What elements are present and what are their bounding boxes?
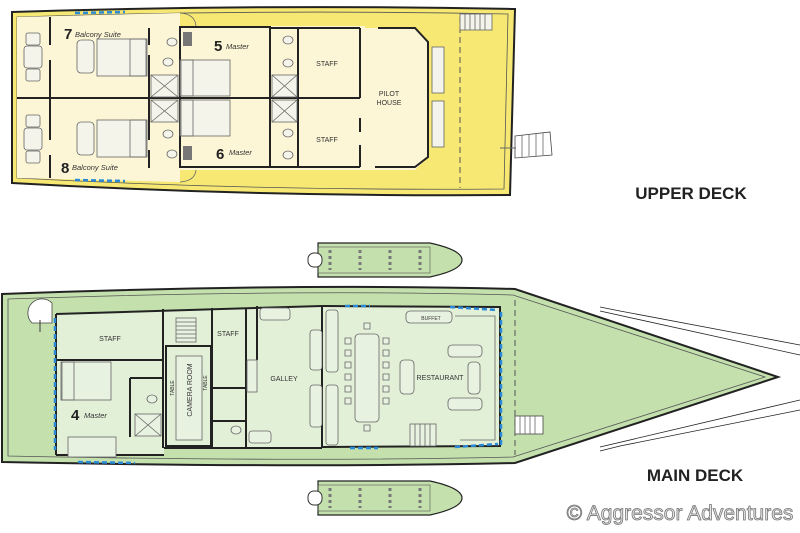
pilot-house-label: HOUSE (377, 100, 402, 107)
cabin-7-number: 7 (64, 26, 72, 43)
toilet (162, 35, 294, 160)
watermark: © Aggressor Adventures (567, 502, 794, 525)
cabin-4-type: Master (84, 411, 107, 420)
vanity (183, 146, 192, 160)
camera-table (175, 355, 203, 441)
restaurant-label: RESTAURANT (417, 375, 465, 382)
cabin-6-number: 6 (216, 146, 224, 163)
camera-room-label: CAMERA ROOM (187, 363, 194, 416)
spiral-staircase (27, 298, 53, 332)
cabin-5-number: 5 (214, 38, 222, 55)
cabin-7-type: Balcony Suite (75, 30, 121, 39)
tender-boat (307, 480, 463, 516)
table-label: TABLE (170, 380, 176, 396)
upper-deck: 7 Balcony Suite 8 Balcony Suite 5 Master… (11, 6, 747, 203)
staff-room-label: STAFF (217, 331, 239, 338)
shower (134, 413, 162, 437)
bow-rail (599, 306, 800, 452)
sofa (76, 39, 95, 156)
dining-table (344, 322, 390, 432)
staff-room-label: STAFF (99, 336, 121, 343)
counter (248, 307, 339, 446)
gangway-stairs (500, 131, 553, 159)
staff-room-label: STAFF (316, 137, 338, 144)
buffet-counter (405, 310, 453, 324)
window (74, 10, 126, 15)
main-deck: STAFF STAFF GALLEY RESTAURANT BUFFET CAM… (1, 242, 800, 516)
upper-deck-title: UPPER DECK (635, 184, 747, 203)
pilot-house-label: PILOT (379, 91, 400, 98)
table-label: TABLE (203, 375, 209, 391)
cabin-8-number: 8 (61, 160, 69, 177)
main-deck-title: MAIN DECK (647, 466, 744, 485)
window (74, 178, 126, 183)
cabin-8-type: Balcony Suite (72, 163, 118, 172)
cabin-6-type: Master (229, 148, 252, 157)
window (454, 442, 499, 449)
cabin-4-number: 4 (71, 407, 80, 424)
window (77, 460, 136, 465)
cabin-5-type: Master (226, 42, 249, 51)
stairs (459, 13, 493, 31)
tender-boat (307, 242, 463, 278)
bed (96, 38, 231, 158)
galley-label: GALLEY (270, 376, 298, 383)
toilet (146, 394, 242, 435)
vanity (183, 32, 192, 46)
stove (246, 359, 258, 393)
buffet-label: BUFFET (421, 316, 440, 322)
balcony-table-chairs (23, 32, 43, 164)
stairs (175, 317, 544, 447)
bed (60, 361, 117, 458)
staff-room-label: STAFF (316, 61, 338, 68)
pilot-house-seats (431, 46, 445, 148)
shower (150, 74, 298, 123)
lounge-seating (399, 315, 496, 441)
